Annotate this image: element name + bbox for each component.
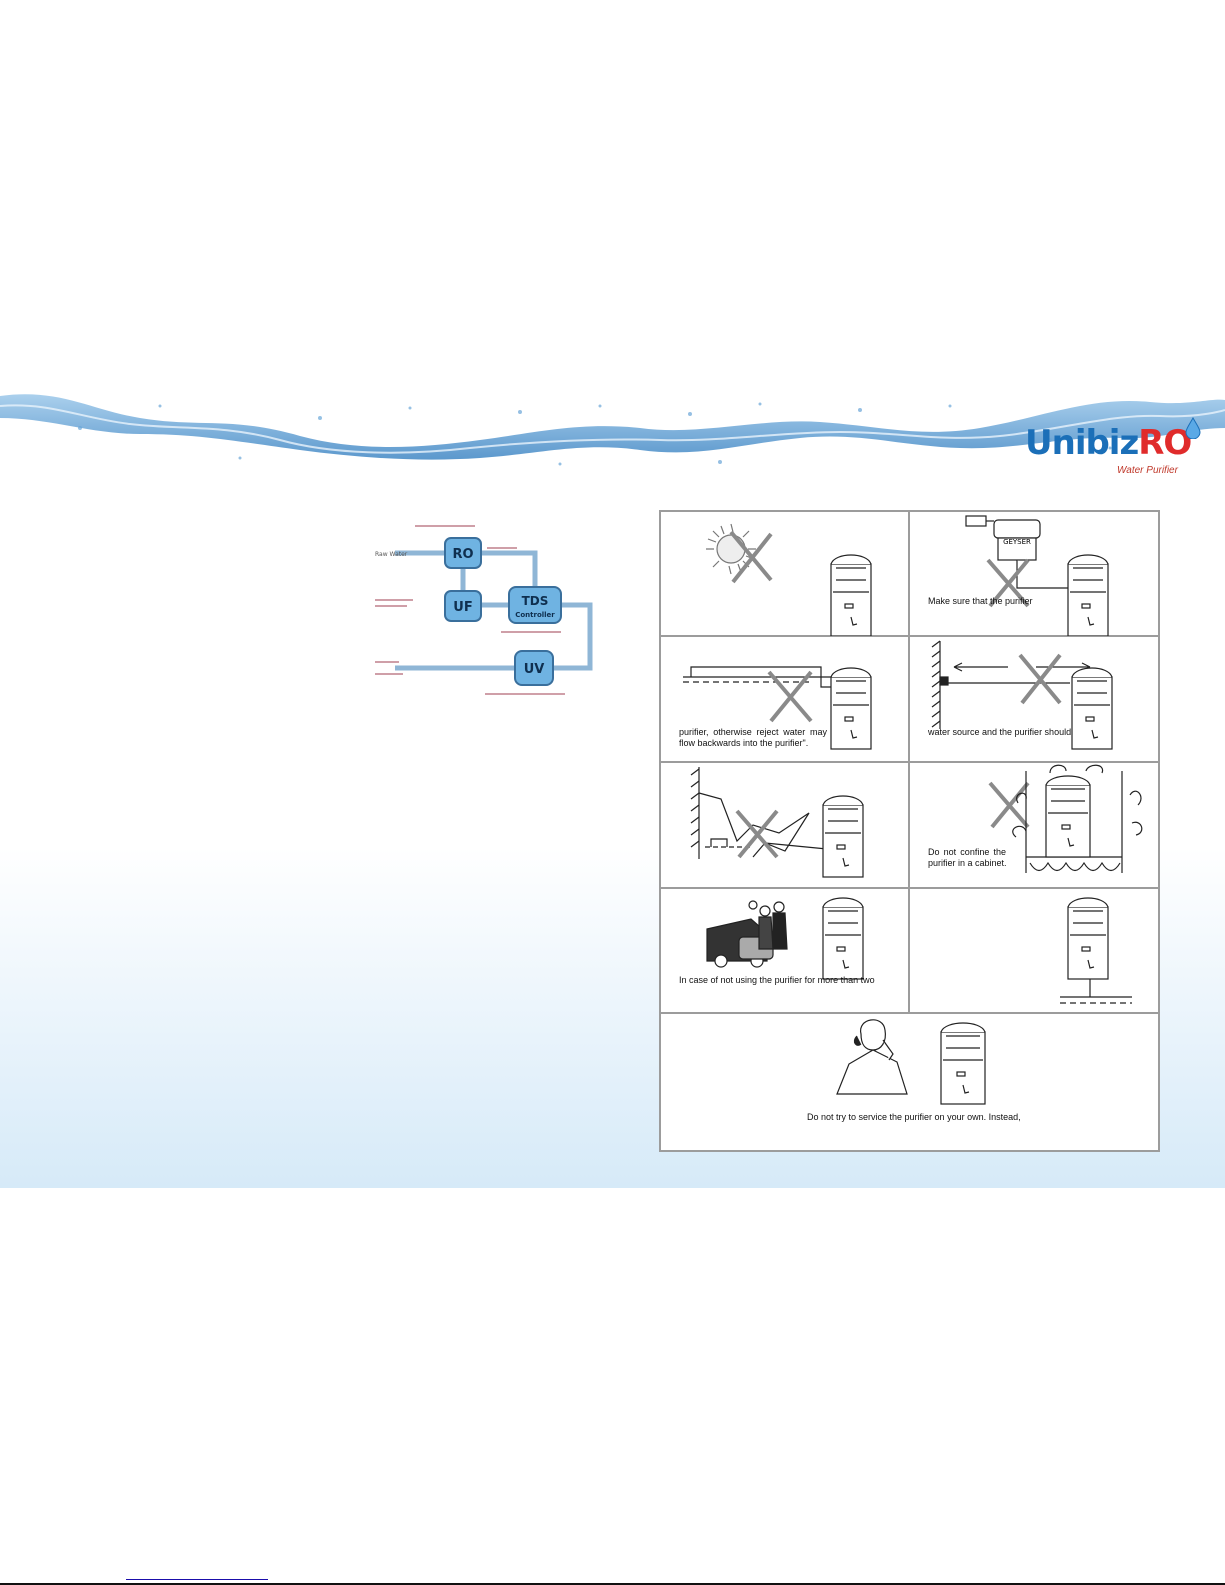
ro-node bbox=[444, 537, 482, 569]
caption-cabinet-line-1: Do not confine the bbox=[928, 847, 1006, 857]
installation-instructions-panel: GEYSER Make sure that the purifier puri bbox=[659, 510, 1160, 1152]
instruction-travel: In case of not using the purifier for mo… bbox=[660, 888, 909, 1013]
instruction-cabinet: Do not confine the purifier in a cabinet… bbox=[909, 762, 1159, 888]
brand-logo: UnibizRO Water Purifier bbox=[1025, 417, 1205, 483]
uv-node bbox=[514, 650, 554, 686]
drain-illustration bbox=[683, 666, 872, 750]
tds-label: TDS bbox=[522, 594, 549, 608]
instruction-earthing bbox=[909, 888, 1159, 1013]
logo-name: UnibizRO bbox=[1025, 423, 1192, 463]
instruction-splash bbox=[660, 762, 909, 888]
service-call-illustration bbox=[836, 1019, 986, 1105]
instruction-service: Do not try to service the purifier on yo… bbox=[660, 1013, 1159, 1151]
travel-illustration bbox=[706, 897, 864, 980]
water-drop-icon bbox=[1185, 417, 1201, 439]
cross-mark bbox=[729, 530, 773, 584]
instruction-drain-level: purifier, otherwise reject water may flo… bbox=[660, 636, 909, 762]
water-splash-banner bbox=[0, 394, 1225, 466]
instruction-distance: water source and the purifier should bbox=[909, 636, 1159, 762]
caption-geyser: Make sure that the purifier bbox=[928, 596, 1033, 606]
uf-node bbox=[444, 590, 482, 622]
sun-icon-illustration bbox=[706, 523, 872, 637]
caption-service: Do not try to service the purifier on yo… bbox=[807, 1112, 1021, 1122]
distance-illustration bbox=[931, 640, 1113, 750]
caption-drain-line-2: flow backwards into the purifier". bbox=[679, 738, 809, 748]
splash-illustration bbox=[690, 767, 864, 878]
geyser-sign: GEYSER bbox=[1003, 538, 1031, 546]
purification-flow-diagram: RO UF TDS Controller UV Raw Water bbox=[375, 523, 595, 699]
earthing-illustration bbox=[1060, 897, 1132, 1004]
caption-drain-line-1: purifier, otherwise reject water may bbox=[679, 727, 827, 737]
cabinet-illustration bbox=[988, 764, 1143, 873]
uv-label: UV bbox=[524, 662, 545, 677]
instruction-geyser: GEYSER Make sure that the purifier bbox=[909, 511, 1159, 637]
page-bottom-border bbox=[0, 1583, 1225, 1585]
caption-distance: water source and the purifier should bbox=[928, 727, 1072, 737]
caption-travel: In case of not using the purifier for mo… bbox=[679, 975, 875, 985]
geyser-illustration: GEYSER bbox=[965, 515, 1109, 637]
uf-label: UF bbox=[453, 600, 472, 615]
ro-label: RO bbox=[452, 547, 473, 562]
footer-link-underline[interactable] bbox=[126, 1579, 268, 1580]
raw-water-label: Raw Water bbox=[375, 551, 408, 558]
controller-label: Controller bbox=[515, 611, 555, 619]
logo-tagline: Water Purifier bbox=[1117, 465, 1178, 476]
caption-cabinet-line-2: purifier in a cabinet. bbox=[928, 858, 1007, 868]
instruction-sunlight bbox=[660, 511, 909, 637]
tds-controller-node bbox=[508, 586, 562, 624]
